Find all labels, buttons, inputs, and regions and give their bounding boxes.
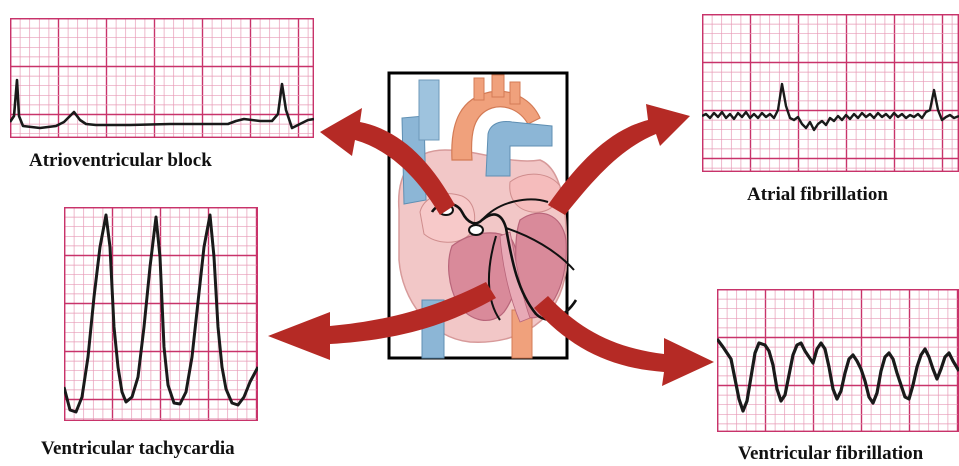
aorta-branch-3 xyxy=(510,82,520,104)
av-node xyxy=(469,225,483,235)
aorta-branch-1 xyxy=(474,78,484,100)
vena-cava-top xyxy=(419,80,439,140)
aorta-branch-2 xyxy=(492,75,504,97)
arrow-to-atrial-fib xyxy=(548,104,690,215)
